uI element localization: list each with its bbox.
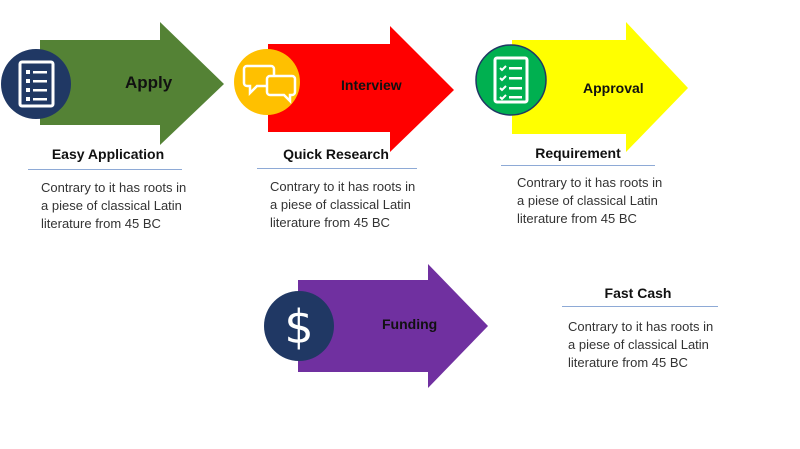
step-label-interview: Interview	[341, 77, 402, 93]
checklist-icon	[475, 44, 547, 116]
step-label-approval: Approval	[583, 80, 644, 96]
document-list-icon	[1, 49, 71, 119]
apply-arrow	[40, 22, 224, 145]
divider	[562, 306, 718, 307]
step-label-funding: Funding	[382, 316, 438, 332]
step-heading-easy-application: Easy Application	[51, 146, 165, 162]
step-label-apply: Apply	[125, 73, 173, 92]
approval-arrow	[512, 22, 688, 152]
step-description: Contrary to it has roots in a piese of c…	[568, 319, 714, 370]
divider	[28, 169, 182, 170]
dollar-icon: $	[264, 291, 334, 361]
step-description: Contrary to it has roots in a piese of c…	[517, 175, 663, 226]
chat-bubbles-icon	[234, 49, 300, 115]
step-heading-quick-research: Quick Research	[283, 146, 389, 162]
step-heading-requirement: Requirement	[535, 145, 621, 161]
divider	[257, 168, 417, 169]
divider	[501, 165, 655, 166]
funding-arrow	[298, 264, 488, 388]
svg-text:$: $	[284, 300, 313, 354]
step-description: Contrary to it has roots in a piese of c…	[41, 180, 187, 231]
interview-arrow	[268, 26, 454, 152]
step-heading-fast-cash: Fast Cash	[604, 285, 672, 301]
step-description: Contrary to it has roots in a piese of c…	[270, 179, 416, 230]
